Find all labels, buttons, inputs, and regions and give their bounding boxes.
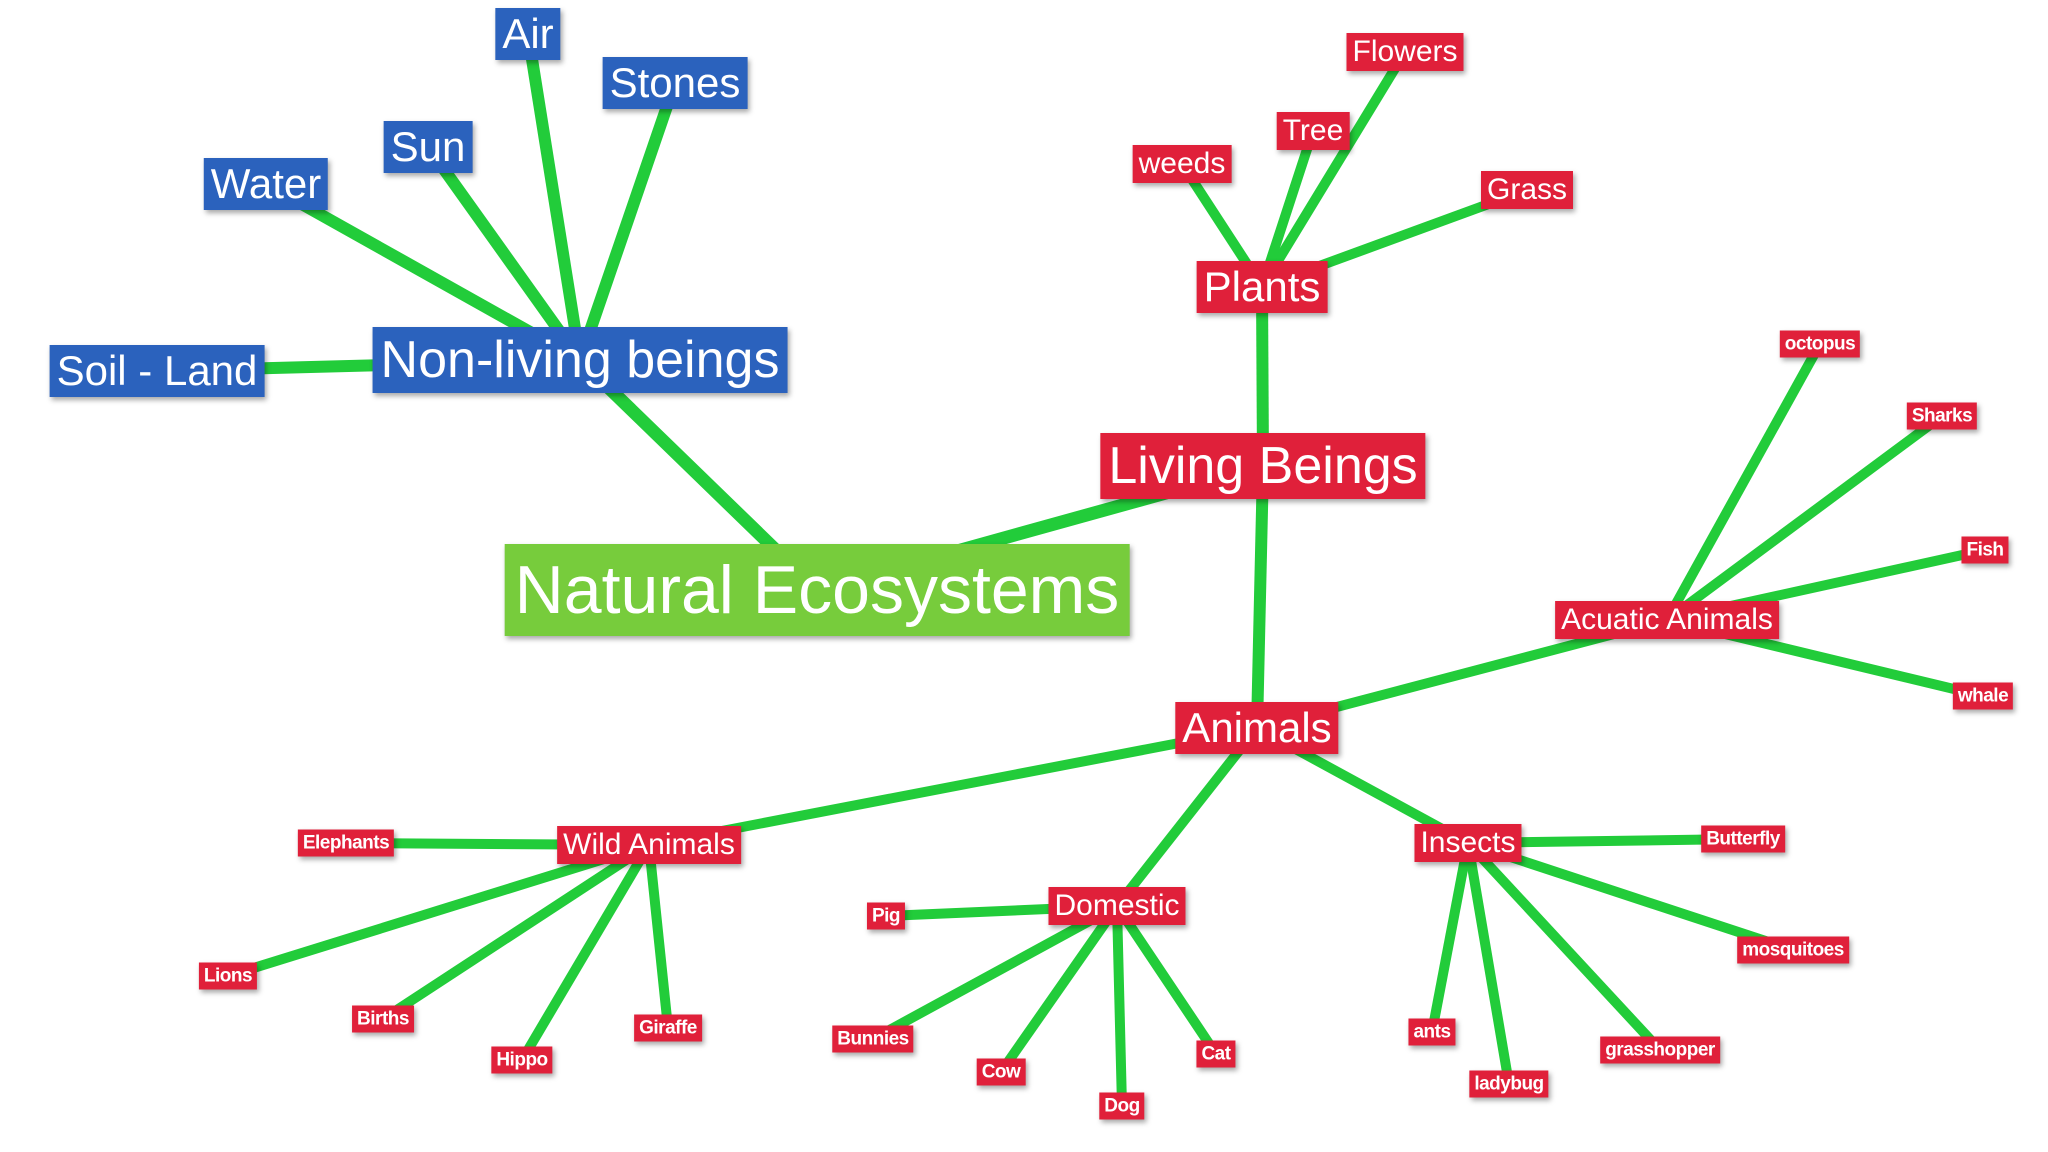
node-flowers: Flowers (1346, 33, 1464, 71)
connector-insects-ants (1427, 842, 1473, 1033)
connector-domestic-dog (1112, 905, 1127, 1107)
node-acuatic-animals: Acuatic Animals (1555, 601, 1779, 639)
connector-non_living_beings-stones (574, 81, 681, 362)
node-dog: Dog (1099, 1092, 1145, 1120)
connector-plants-flowers (1257, 49, 1410, 290)
node-cat: Cat (1196, 1040, 1236, 1068)
connector-living_beings-animals (1251, 465, 1269, 729)
node-ants: ants (1408, 1018, 1456, 1046)
node-lions: Lions (198, 962, 258, 990)
connector-insects-mosquitoes (1466, 838, 1795, 955)
node-ladybug: ladybug (1469, 1070, 1549, 1098)
node-cow: Cow (976, 1058, 1026, 1086)
node-natural-ecosystems: Natural Ecosystems (504, 544, 1130, 636)
connector-domestic-cow (996, 903, 1122, 1075)
node-pig: Pig (866, 902, 906, 930)
node-hippo: Hippo (491, 1046, 553, 1074)
node-octopus: octopus (1779, 330, 1861, 358)
node-domestic: Domestic (1048, 887, 1186, 925)
node-water: Water (203, 158, 329, 210)
connector-non_living_beings-air (522, 33, 586, 361)
node-grasshopper: grasshopper (1600, 1036, 1720, 1064)
node-tree: Tree (1276, 112, 1350, 150)
node-air: Air (495, 8, 561, 60)
node-non-living-beings: Non-living beings (372, 327, 788, 393)
connector-acuatic_animals-sharks (1664, 411, 1945, 625)
node-giraffe: Giraffe (634, 1014, 702, 1042)
node-bunnies: Bunnies (832, 1025, 914, 1053)
connector-wild_animals-giraffe (644, 844, 673, 1029)
connector-wild_animals-lions (226, 840, 651, 981)
node-butterfly: Butterfly (1701, 825, 1785, 853)
node-whale: whale (1952, 682, 2014, 710)
node-births: Births (352, 1005, 414, 1033)
node-insects: Insects (1414, 824, 1522, 862)
node-sun: Sun (383, 121, 473, 173)
node-stones: Stones (602, 57, 748, 109)
node-fish: Fish (1961, 536, 2009, 564)
node-grass: Grass (1480, 171, 1574, 209)
node-soil-land: Soil - Land (49, 345, 265, 397)
connector-wild_animals-hippo (517, 842, 654, 1063)
connector-domestic-bunnies (870, 901, 1120, 1044)
connector-acuatic_animals-octopus (1662, 341, 1825, 623)
node-elephants: Elephants (297, 829, 395, 857)
connector-animals-domestic (1113, 724, 1261, 910)
connector-insects-grasshopper (1464, 839, 1664, 1054)
node-sharks: Sharks (1906, 402, 1978, 430)
node-animals: Animals (1175, 702, 1339, 754)
connector-domestic-cat (1112, 903, 1221, 1057)
node-mosquitoes: mosquitoes (1737, 936, 1849, 964)
connector-animals-wild_animals (648, 723, 1258, 850)
node-weeds: weeds (1132, 145, 1232, 183)
connector-wild_animals-births (380, 840, 652, 1024)
connector-insects-ladybug (1463, 842, 1514, 1085)
connector-non_living_beings-sun (423, 143, 585, 364)
node-wild-animals: Wild Animals (557, 826, 741, 864)
node-living-beings: Living Beings (1100, 433, 1426, 499)
node-plants: Plants (1196, 261, 1328, 313)
